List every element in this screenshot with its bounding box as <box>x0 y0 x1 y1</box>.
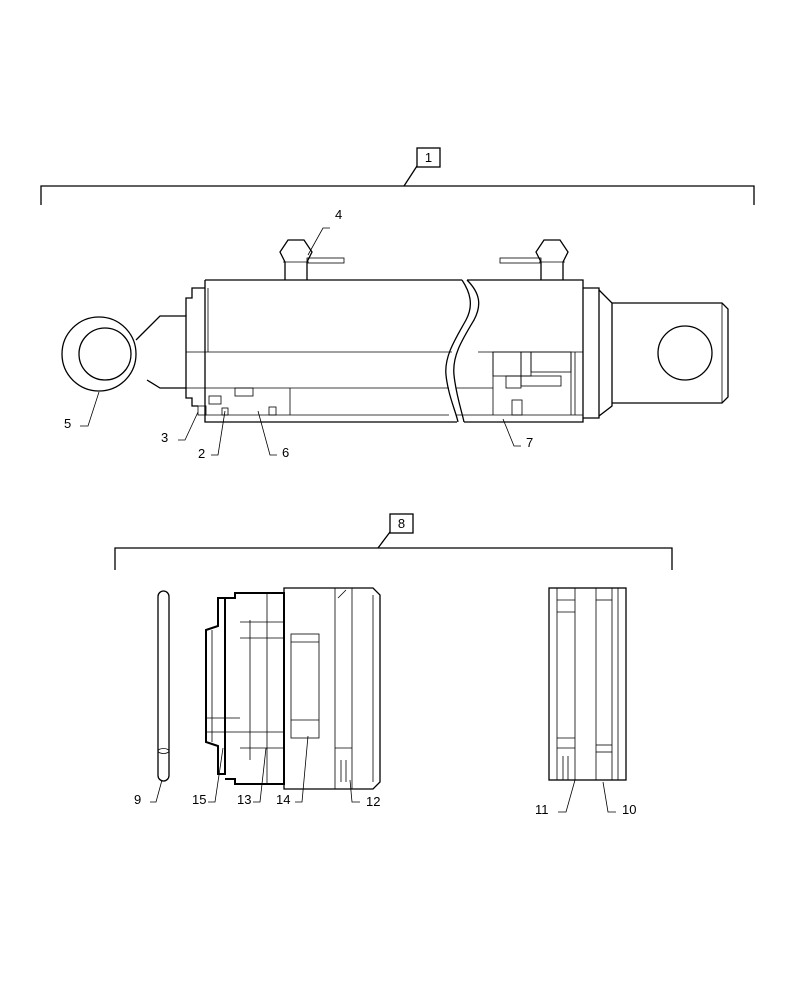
assembly-8-bracket: 8 <box>114 513 673 570</box>
rod-seal-stack: 11 10 <box>535 587 636 817</box>
leaders-assembly-1: 4 5 3 2 6 7 <box>64 207 533 461</box>
callout-6: 6 <box>282 445 289 460</box>
piston-seal-stack: 15 13 14 12 <box>192 587 381 809</box>
callout-5: 5 <box>64 416 71 431</box>
base-eye <box>61 316 137 392</box>
o-ring-part-9: 9 <box>134 590 170 807</box>
callout-7: 7 <box>526 435 533 450</box>
callout-14: 14 <box>276 792 290 807</box>
port-fitting-right <box>499 239 569 280</box>
callout-10: 10 <box>622 802 636 817</box>
callout-2: 2 <box>198 446 205 461</box>
callout-9: 9 <box>134 792 141 807</box>
rod-eye <box>612 302 729 404</box>
callout-1: 1 <box>425 150 432 165</box>
callout-4: 4 <box>335 207 342 222</box>
callout-3: 3 <box>161 430 168 445</box>
callout-8: 8 <box>398 516 405 531</box>
callout-11: 11 <box>535 802 549 817</box>
callout-15: 15 <box>192 792 206 807</box>
assembly-1-bracket: 1 <box>40 147 755 205</box>
callout-13: 13 <box>237 792 251 807</box>
hydraulic-cylinder <box>61 239 729 423</box>
barrel <box>204 279 462 423</box>
callout-12: 12 <box>366 794 380 809</box>
port-fitting-left <box>279 239 345 280</box>
